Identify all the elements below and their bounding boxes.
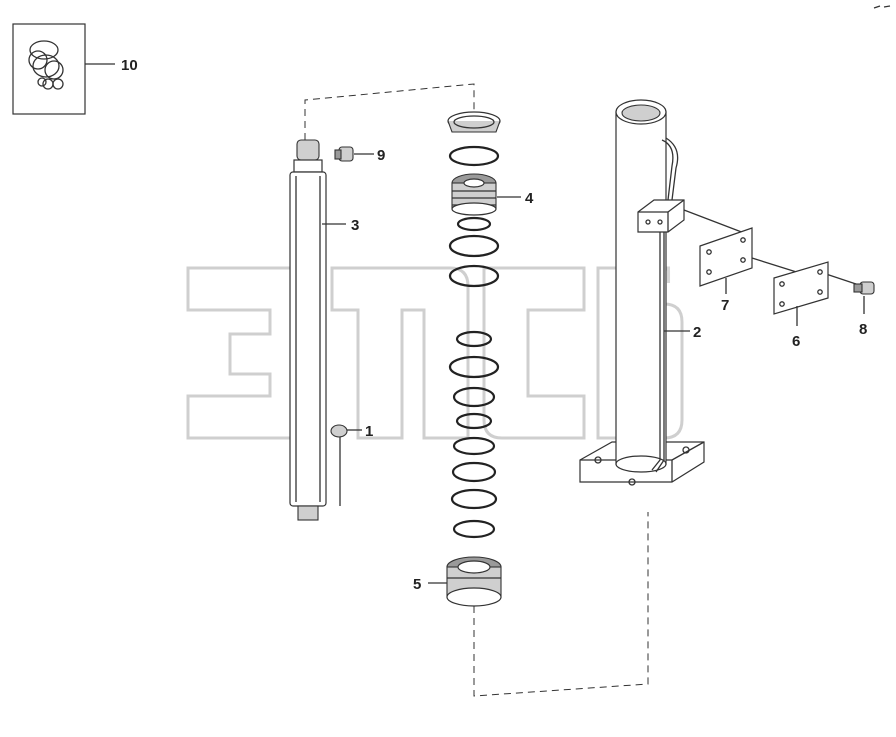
cylinder-barrel	[579, 99, 705, 486]
callout-3: 3	[351, 217, 359, 234]
bolt	[853, 281, 875, 295]
watermark-logo: TM	[186, 262, 684, 440]
callout-5: 5	[413, 576, 421, 593]
callout-8: 8	[859, 321, 867, 338]
callout-2: 2	[693, 324, 701, 341]
piston	[451, 173, 497, 216]
callout-9: 9	[377, 147, 385, 164]
callout-4: 4	[525, 190, 534, 207]
callout-10: 10	[121, 57, 138, 74]
plate-6	[773, 261, 829, 315]
callout-7: 7	[721, 297, 729, 314]
seal-kit-box	[12, 23, 86, 115]
callout-6: 6	[792, 333, 800, 350]
guide-line-rod	[304, 83, 475, 140]
corner-mark	[873, 5, 891, 9]
plate-7	[699, 227, 753, 287]
piston-rod	[289, 139, 327, 521]
gland	[446, 556, 502, 607]
ball	[330, 424, 348, 438]
callout-1: 1	[365, 423, 373, 440]
plug	[334, 146, 354, 162]
guide-line-bottom	[473, 512, 649, 697]
seal-stack	[447, 111, 501, 539]
